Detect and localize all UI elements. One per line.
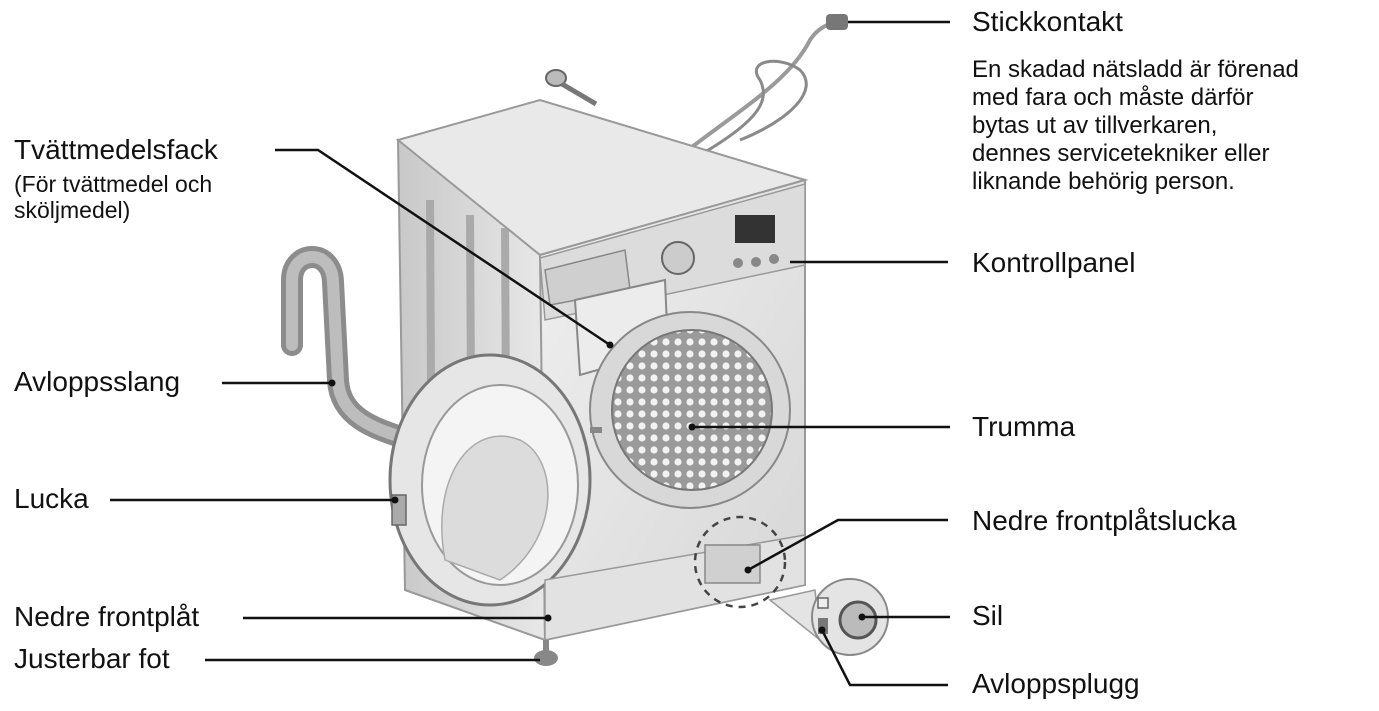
note-line-4: dennes servicetekniker eller	[972, 140, 1270, 167]
drum-icon	[611, 329, 773, 491]
label-kontrollpanel: Kontrollpanel	[972, 247, 1136, 278]
lower-front-cover	[704, 544, 761, 584]
label-avloppsslang: Avloppsslang	[14, 366, 181, 397]
label-lucka: Lucka	[14, 483, 89, 514]
label-sil: Sil	[972, 600, 1004, 631]
program-dial-icon	[661, 241, 695, 275]
plug-icon	[826, 14, 848, 30]
label-justerbar-fot: Justerbar fot	[14, 643, 170, 674]
label-nedre-frontplat: Nedre frontplåt	[14, 601, 200, 632]
note-line-1: En skadad nätsladd är förenad	[972, 56, 1299, 83]
label-nedre-frontplatslucka: Nedre frontplåtslucka	[972, 505, 1237, 536]
leader-nedre-frontplatslucka	[747, 518, 948, 572]
note-line-3: bytas ut av tillverkaren,	[972, 112, 1218, 139]
tvattmedelsfack-sub-2: sköljmedel)	[14, 197, 131, 223]
display-screen	[735, 215, 775, 243]
drain-plug-icon	[818, 618, 828, 634]
door	[388, 353, 602, 607]
transport-bolt-icon	[545, 69, 598, 107]
note-line-2: med fara och måste därför	[972, 84, 1254, 111]
tvattmedelsfack-sub-1: (För tvättmedel och	[14, 171, 213, 197]
leader-avloppsplugg	[820, 629, 948, 687]
adjustable-foot-icon	[534, 650, 558, 666]
cover-highlight-circle	[693, 515, 787, 609]
note-line-5: liknande behörig person.	[972, 168, 1235, 195]
label-trumma: Trumma	[972, 411, 1076, 442]
label-tvattmedelsfack: Tvättmedelsfack	[14, 134, 218, 165]
drain-hose	[281, 246, 421, 451]
power-cord	[686, 14, 848, 157]
filter-icon	[838, 600, 878, 640]
leader-lines	[110, 20, 950, 687]
label-avloppsplugg: Avloppsplugg	[972, 668, 1140, 699]
leader-tvattmedelsfack	[275, 148, 611, 347]
label-stickkontakt: Stickkontakt	[972, 6, 1123, 37]
